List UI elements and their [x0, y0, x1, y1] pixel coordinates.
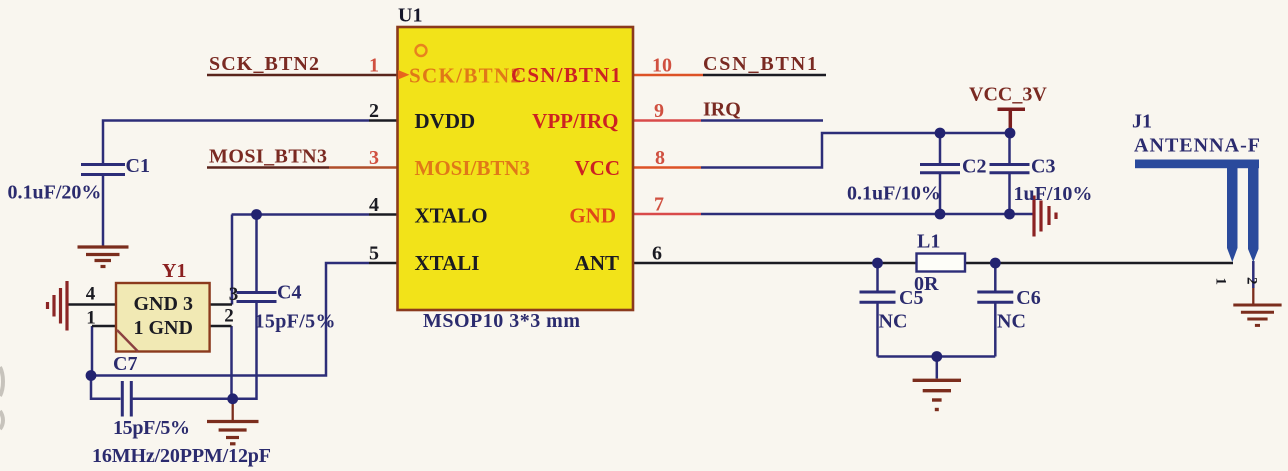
svg-text:VCC_3V: VCC_3V: [969, 84, 1047, 106]
svg-text:MOSI/BTN3: MOSI/BTN3: [415, 156, 531, 180]
svg-text:1uF/10%: 1uF/10%: [1014, 183, 1093, 205]
svg-text:4: 4: [369, 194, 379, 216]
svg-text:SCK/BTN2: SCK/BTN2: [409, 64, 521, 88]
svg-text:9: 9: [654, 100, 664, 122]
svg-text:8: 8: [655, 147, 665, 169]
svg-text:2: 2: [224, 306, 234, 327]
svg-text:C7: C7: [113, 353, 137, 375]
svg-text:CSN/BTN1: CSN/BTN1: [511, 63, 621, 87]
svg-text:J1: J1: [1132, 111, 1152, 133]
svg-text:ANTENNA-F: ANTENNA-F: [1134, 135, 1260, 157]
svg-text:1: 1: [369, 55, 379, 77]
svg-text:0.1uF/20%: 0.1uF/20%: [8, 182, 102, 204]
svg-text:VCC: VCC: [575, 156, 621, 180]
svg-text:IRQ: IRQ: [703, 99, 741, 121]
svg-text:2: 2: [1244, 277, 1260, 285]
svg-text:10: 10: [652, 55, 672, 77]
svg-text:ANT: ANT: [575, 251, 619, 275]
svg-text:4: 4: [86, 284, 96, 305]
svg-text:MSOP10 3*3 mm: MSOP10 3*3 mm: [423, 310, 580, 332]
svg-text:3: 3: [369, 147, 379, 169]
svg-text:1 GND: 1 GND: [134, 317, 193, 339]
svg-text:DVDD: DVDD: [415, 109, 476, 133]
svg-text:SCK_BTN2: SCK_BTN2: [209, 53, 319, 75]
svg-text:VPP/IRQ: VPP/IRQ: [532, 109, 618, 133]
svg-text:15pF/5%: 15pF/5%: [255, 311, 336, 333]
svg-text:XTALO: XTALO: [415, 204, 488, 228]
svg-text:0.1uF/10%: 0.1uF/10%: [847, 183, 941, 205]
svg-text:NC: NC: [997, 311, 1026, 333]
svg-text:MOSI_BTN3: MOSI_BTN3: [209, 146, 327, 168]
svg-text:L1: L1: [917, 231, 940, 253]
svg-text:GND: GND: [569, 204, 616, 228]
svg-text:0R: 0R: [914, 273, 939, 295]
svg-text:XTALI: XTALI: [415, 251, 480, 275]
svg-text:C4: C4: [277, 282, 301, 304]
svg-text:16MHz/20PPM/12pF: 16MHz/20PPM/12pF: [92, 445, 271, 467]
svg-text:7: 7: [654, 194, 664, 216]
svg-text:C3: C3: [1031, 156, 1055, 178]
svg-text:NC: NC: [879, 311, 908, 333]
svg-text:C6: C6: [1016, 287, 1040, 309]
svg-text:C1: C1: [126, 155, 150, 177]
svg-text:2: 2: [369, 100, 379, 122]
svg-text:C2: C2: [962, 156, 986, 178]
svg-text:C5: C5: [899, 287, 923, 309]
svg-text:5: 5: [369, 243, 379, 265]
svg-text:15pF/5%: 15pF/5%: [113, 417, 190, 439]
svg-text:CSN_BTN1: CSN_BTN1: [703, 53, 817, 75]
svg-text:U1: U1: [398, 5, 422, 27]
svg-text:1: 1: [86, 308, 96, 329]
svg-text:GND 3: GND 3: [134, 293, 193, 315]
svg-text:3: 3: [229, 284, 239, 305]
svg-text:6: 6: [652, 243, 662, 265]
svg-text:Y1: Y1: [162, 260, 186, 282]
svg-text:1: 1: [1213, 278, 1229, 286]
